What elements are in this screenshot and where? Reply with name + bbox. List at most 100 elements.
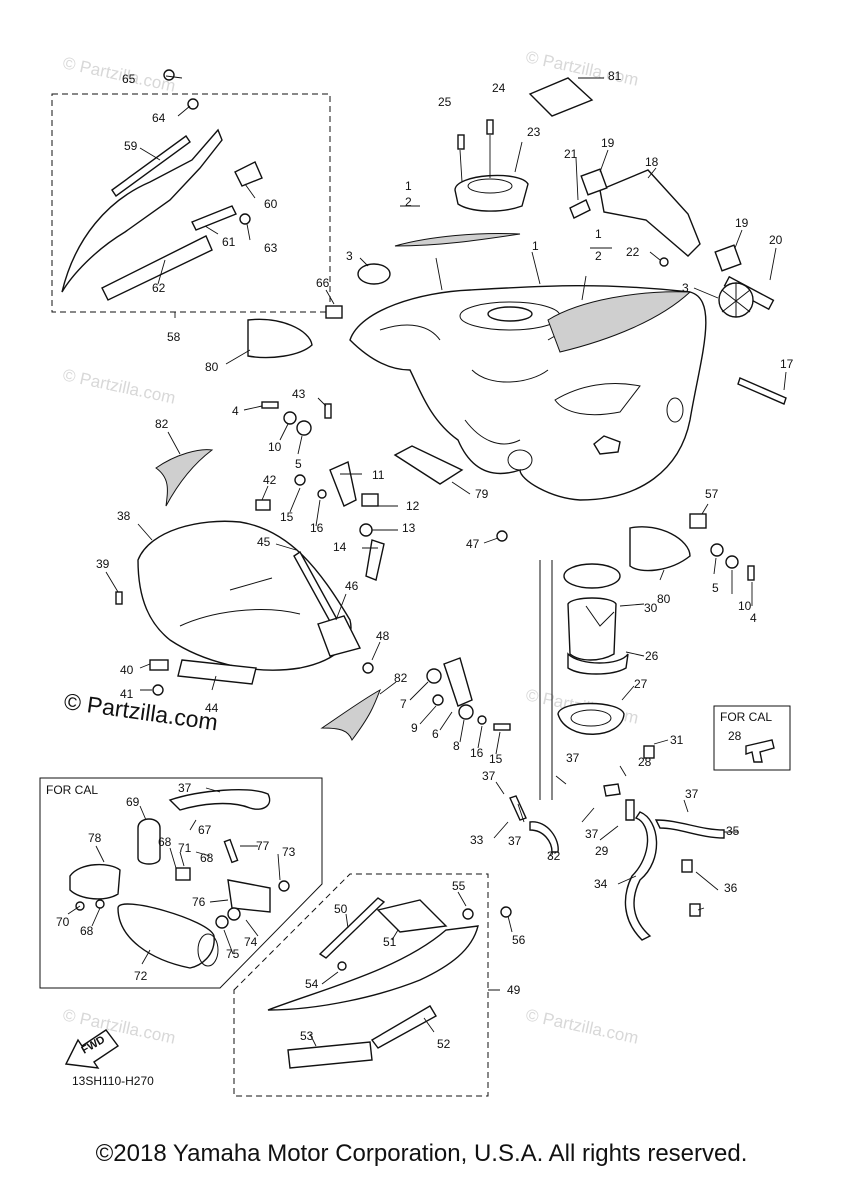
set-label-1a: 1 xyxy=(405,179,412,193)
damper-74 xyxy=(227,907,241,921)
callout-45: 45 xyxy=(257,535,271,549)
caution-label-81 xyxy=(528,77,594,117)
callout-44: 44 xyxy=(205,701,219,715)
molding-50 xyxy=(318,897,386,959)
callout-37c: 37 xyxy=(585,827,599,841)
callout-50: 50 xyxy=(334,902,348,916)
set-label-2a: 2 xyxy=(405,195,412,209)
callout-80b: 80 xyxy=(657,592,671,606)
damper-44 xyxy=(177,659,257,685)
callout-20: 20 xyxy=(769,233,783,247)
grommet-19a xyxy=(580,168,608,196)
damper-7 xyxy=(426,668,442,684)
cover-51 xyxy=(267,925,479,1011)
for-cal-label-large: FOR CAL xyxy=(46,783,98,797)
callout-80a: 80 xyxy=(205,360,219,374)
callout-55: 55 xyxy=(452,879,466,893)
bolt-15b xyxy=(493,723,511,731)
molding-59 xyxy=(111,135,191,197)
bolt-65 xyxy=(163,69,175,81)
watermark-text: © Partzilla.com xyxy=(61,53,177,95)
damper-52 xyxy=(370,1005,437,1049)
callout-21: 21 xyxy=(564,147,578,161)
callout-7: 7 xyxy=(400,697,407,711)
callout-30: 30 xyxy=(644,601,658,615)
callout-42: 42 xyxy=(263,473,277,487)
damper-57 xyxy=(689,513,707,529)
bolt-73 xyxy=(278,880,290,892)
bolt-4b xyxy=(747,565,755,581)
callout-68c: 68 xyxy=(158,835,172,849)
callout-47: 47 xyxy=(466,537,480,551)
for-cal-box-large xyxy=(39,777,323,989)
callout-78: 78 xyxy=(88,831,102,845)
callout-1: 1 xyxy=(532,239,539,253)
callout-65: 65 xyxy=(122,72,136,86)
callout-75: 75 xyxy=(226,947,240,961)
hose-35 xyxy=(654,819,725,839)
copyright-notice: ©2018 Yamaha Motor Corporation, U.S.A. A… xyxy=(95,1140,748,1167)
watermark-text: © Partzilla.com xyxy=(61,365,177,407)
collar-9 xyxy=(432,694,444,706)
side-cover-kit-58: 65 64 59 60 61 63 62 58 xyxy=(51,69,331,344)
diagram-code: 13SH110-H270 xyxy=(72,1074,154,1088)
kit-box-58 xyxy=(51,93,331,313)
callout-17: 17 xyxy=(780,357,794,371)
fuel-pump: 30 26 27 31 xyxy=(557,563,684,759)
callout-61: 61 xyxy=(222,235,236,249)
callout-14: 14 xyxy=(333,540,347,554)
filler-neck xyxy=(487,306,533,322)
bolt-15a xyxy=(294,474,306,486)
bolt-56 xyxy=(500,906,512,918)
callout-37e: 37 xyxy=(508,834,522,848)
bracket-14 xyxy=(365,539,385,581)
damper-66 xyxy=(325,305,343,319)
washer-16b xyxy=(477,715,487,725)
callout-71: 71 xyxy=(178,841,192,855)
callout-76: 76 xyxy=(192,895,206,909)
callout-22: 22 xyxy=(626,245,640,259)
callout-39: 39 xyxy=(96,557,110,571)
callout-68b: 68 xyxy=(200,851,214,865)
callout-69: 69 xyxy=(126,795,140,809)
callout-15a: 15 xyxy=(280,510,294,524)
collar-10b xyxy=(725,555,739,569)
callout-28a: 28 xyxy=(728,729,742,743)
damper-42 xyxy=(255,499,271,511)
fwd-arrow-shape xyxy=(64,1029,120,1069)
front-cover-38: 82 38 39 40 41 44 42 45 46 48 47 82 xyxy=(96,417,508,742)
callout-36: 36 xyxy=(724,881,738,895)
screw-22 xyxy=(659,257,669,267)
callout-64: 64 xyxy=(152,111,166,125)
callout-43: 43 xyxy=(292,387,306,401)
damper-60 xyxy=(234,161,263,187)
screw-25 xyxy=(457,134,465,150)
screw-39 xyxy=(115,591,123,605)
damper-5a xyxy=(296,420,312,436)
callout-16b: 16 xyxy=(470,746,484,760)
callout-62: 62 xyxy=(152,281,166,295)
callout-11: 11 xyxy=(372,468,385,482)
callout-82a: 82 xyxy=(155,417,169,431)
collar-10a xyxy=(283,411,297,425)
bracket-11 xyxy=(329,461,357,507)
callout-29: 29 xyxy=(595,844,609,858)
callout-9: 9 xyxy=(411,721,418,735)
screw-63 xyxy=(239,213,251,225)
clip-29 xyxy=(625,799,635,821)
callout-37d: 37 xyxy=(685,787,699,801)
callout-46: 46 xyxy=(345,579,359,593)
callout-34: 34 xyxy=(594,877,608,891)
callout-5b: 5 xyxy=(712,581,719,595)
gasket-30 xyxy=(563,563,621,589)
callout-12: 12 xyxy=(406,499,420,513)
valve-69 xyxy=(137,818,161,865)
callout-37b: 37 xyxy=(566,751,580,765)
set-label-1b: 1 xyxy=(595,227,602,241)
bolt-17-shaft xyxy=(737,377,787,405)
tank-emblem xyxy=(593,435,621,455)
hose-78 xyxy=(69,863,121,900)
watermark-text: © Partzilla.com xyxy=(524,1005,640,1047)
for-cal-label-small: FOR CAL xyxy=(720,710,772,724)
lower-bracket: 7 9 6 8 16 15 xyxy=(400,657,511,766)
